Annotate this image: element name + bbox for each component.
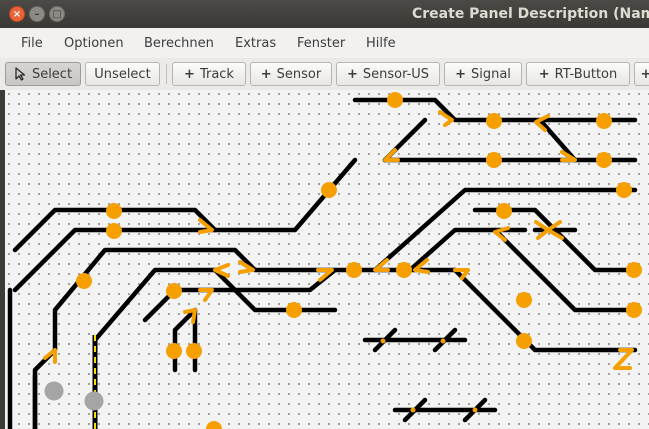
signal-arrow-icon[interactable] (198, 288, 214, 302)
signal-arrow-icon[interactable] (453, 268, 470, 280)
sensor-icon[interactable] (626, 262, 642, 278)
signal-arrow-icon[interactable] (316, 268, 334, 282)
add-sensor-us-button[interactable]: + Sensor-US (336, 62, 440, 86)
track-segment[interactable] (12, 157, 358, 253)
sensor-icon[interactable] (76, 273, 92, 289)
sensor-icon[interactable] (346, 262, 362, 278)
add-more-button[interactable]: + (634, 62, 649, 86)
plus-icon: + (260, 66, 272, 82)
plus-icon: + (346, 66, 358, 82)
signal-arrow-icon[interactable] (198, 218, 214, 234)
minimize-window-icon[interactable]: – (29, 6, 45, 22)
sensor-icon[interactable] (616, 182, 632, 198)
track-segment[interactable] (372, 187, 638, 273)
sensor-icon[interactable] (496, 203, 512, 219)
track-segment[interactable] (212, 267, 338, 313)
track-segment[interactable] (537, 117, 578, 163)
menu-bar: File Optionen Berechnen Extras Fenster H… (0, 28, 649, 59)
add-rt-button-button[interactable]: + RT-Button (526, 62, 630, 86)
signal-arrow-icon[interactable] (438, 110, 454, 127)
signal-arrow-icon[interactable] (238, 260, 255, 274)
sensor-icon[interactable] (486, 113, 502, 129)
signal-arrow-icon[interactable] (183, 308, 197, 324)
add-signal-label: Signal (470, 66, 511, 82)
signal-arrow-icon[interactable] (493, 226, 510, 242)
sensor-icon[interactable] (410, 407, 416, 413)
add-rt-button-label: RT-Button (554, 66, 618, 82)
unselect-button[interactable]: Unselect (85, 62, 160, 86)
close-window-icon[interactable]: × (9, 6, 25, 22)
window-title: Create Panel Description (Name: (412, 6, 649, 22)
sensor-icon[interactable] (440, 338, 446, 344)
track-segment[interactable] (472, 207, 638, 273)
add-signal-button[interactable]: + Signal (444, 62, 522, 86)
signal-arrow-icon[interactable] (213, 263, 230, 278)
sensor-us-icon[interactable] (84, 391, 104, 411)
sensor-icon[interactable] (206, 421, 222, 429)
signal-arrow-icon[interactable] (613, 348, 634, 370)
track-segment[interactable] (92, 267, 218, 343)
menu-optionen[interactable]: Optionen (64, 36, 124, 51)
toolbar-separator (166, 64, 167, 84)
select-label: Select (31, 66, 73, 82)
signal-arrow-icon[interactable] (383, 148, 400, 162)
select-button[interactable]: Select (5, 62, 81, 86)
sensor-icon[interactable] (380, 338, 386, 344)
plus-icon: + (455, 66, 466, 82)
menu-fenster[interactable]: Fenster (297, 36, 346, 51)
window-edge (0, 90, 5, 429)
menu-berechnen[interactable]: Berechnen (144, 36, 214, 51)
add-sensor-us-label: Sensor-US (362, 66, 430, 82)
add-sensor-label: Sensor (276, 66, 322, 82)
sensor-icon[interactable] (321, 182, 337, 198)
signal-arrow-icon[interactable] (413, 258, 430, 274)
track-segment[interactable] (172, 267, 338, 293)
signal-arrow-icon[interactable] (534, 114, 550, 132)
menu-file[interactable]: File (21, 36, 43, 51)
sensor-icon[interactable] (186, 343, 202, 359)
sensor-icon[interactable] (166, 343, 182, 359)
sensor-icon[interactable] (516, 333, 532, 349)
sensor-icon[interactable] (106, 223, 122, 239)
sensor-icon[interactable] (596, 113, 612, 129)
title-bar: × – □ Create Panel Description (Name: (0, 0, 649, 28)
plus-icon: + (184, 66, 195, 82)
panel-canvas[interactable] (5, 90, 649, 429)
add-sensor-button[interactable]: + Sensor (250, 62, 332, 86)
sensor-icon[interactable] (166, 283, 182, 299)
track-segment[interactable] (12, 227, 218, 293)
signal-arrow-icon[interactable] (546, 220, 564, 240)
signal-arrow-icon[interactable] (373, 258, 390, 272)
toolbar: Select Unselect + Track + Sensor + Senso… (0, 58, 649, 91)
plus-icon: + (640, 66, 649, 82)
signal-arrow-icon[interactable] (43, 348, 57, 364)
track-segment[interactable] (407, 227, 528, 273)
unselect-label: Unselect (94, 66, 151, 82)
maximize-window-icon[interactable]: □ (49, 6, 65, 22)
sensor-us-icon[interactable] (44, 381, 64, 401)
track-segment[interactable] (492, 227, 638, 313)
sensor-icon[interactable] (396, 262, 412, 278)
sensor-icon[interactable] (626, 302, 642, 318)
menu-extras[interactable]: Extras (235, 36, 277, 51)
sensor-icon[interactable] (516, 292, 532, 308)
sensor-icon[interactable] (286, 302, 302, 318)
sensor-icon[interactable] (472, 407, 478, 413)
add-track-label: Track (199, 66, 234, 82)
signal-arrow-icon[interactable] (560, 150, 577, 162)
sensor-icon[interactable] (106, 203, 122, 219)
add-track-button[interactable]: + Track (172, 62, 246, 86)
plus-icon: + (538, 66, 550, 82)
cursor-icon (15, 67, 26, 81)
sensor-icon[interactable] (486, 152, 502, 168)
sensor-icon[interactable] (596, 152, 612, 168)
menu-hilfe[interactable]: Hilfe (366, 36, 396, 51)
sensor-icon[interactable] (387, 92, 403, 108)
